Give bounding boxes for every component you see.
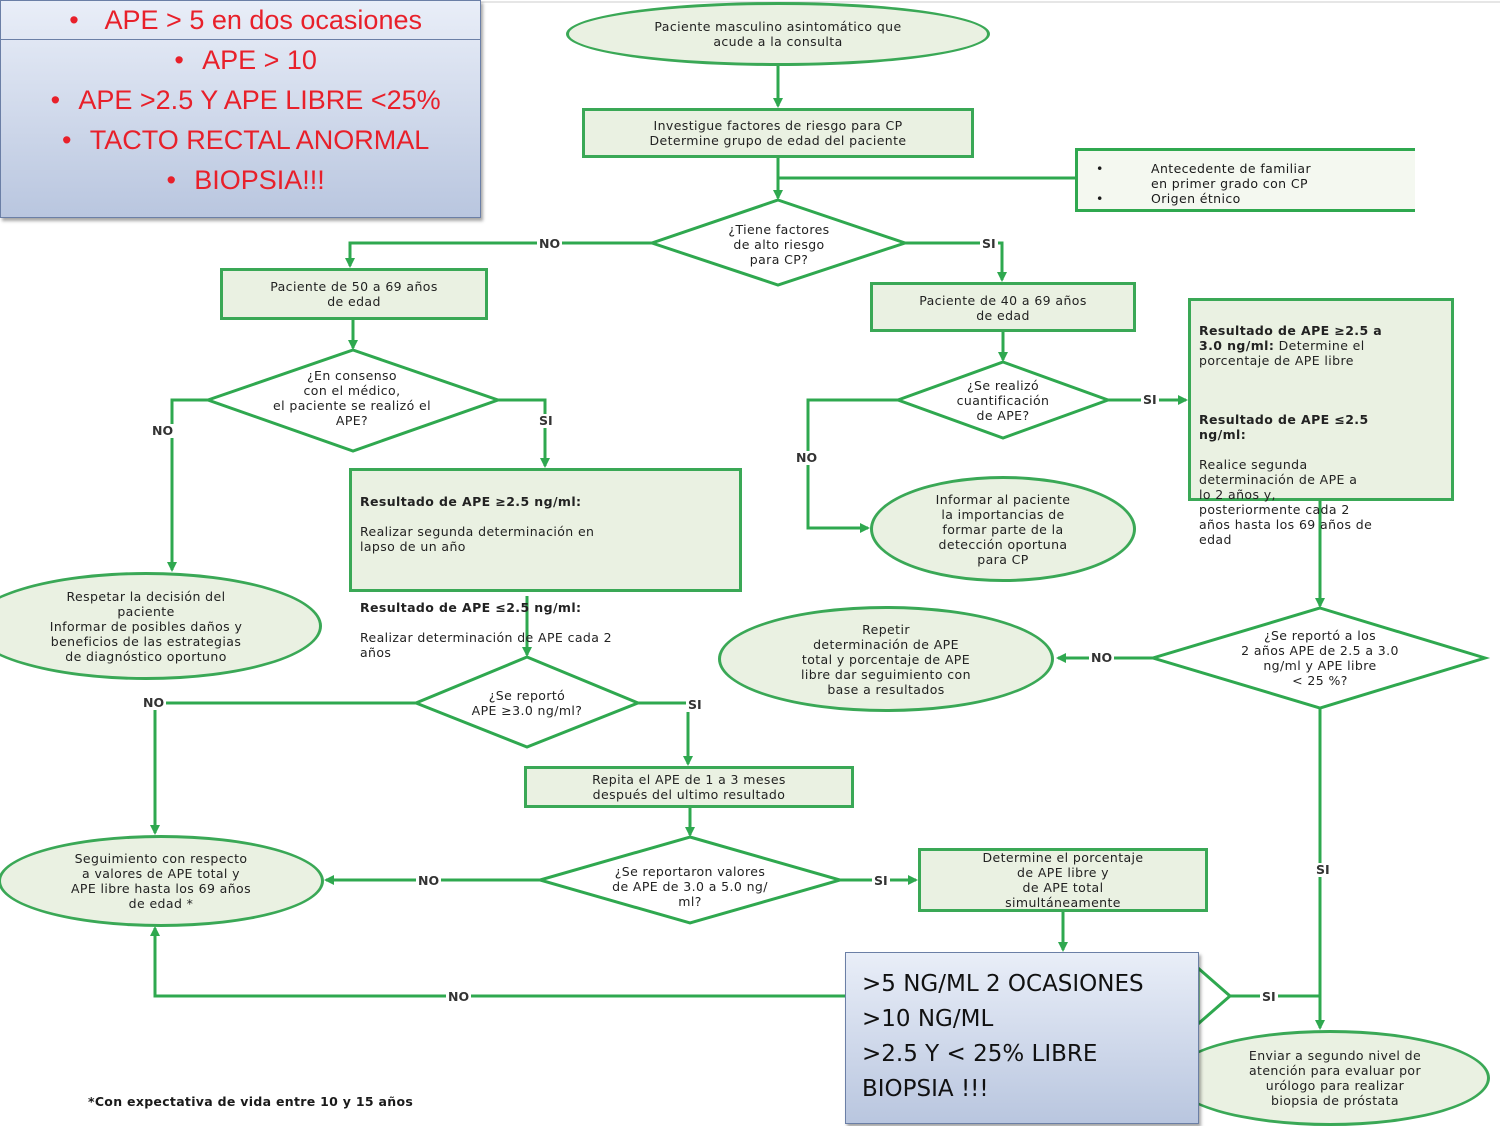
edge-label-no: NO	[537, 236, 563, 251]
edge-label-no: NO	[446, 989, 472, 1004]
reported-3-diamond	[412, 655, 642, 749]
start-node: Paciente masculino asintomático que acud…	[566, 2, 990, 66]
inform-patient-node: Informar al paciente la importancias de …	[870, 476, 1136, 582]
reported-2y-question: ¿Se reportó a los 2 años APE de 2.5 a 3.…	[1241, 628, 1399, 688]
determine-pct-node: Determine el porcentaje de APE libre y d…	[918, 848, 1208, 912]
edge-label-si: SI	[1260, 989, 1278, 1004]
result-left-node: Resultado de APE ≥2.5 ng/ml: Realizar se…	[349, 468, 742, 660]
biopsy-line-1: >5 NG/ML 2 OCASIONES	[862, 971, 1144, 997]
bullet-icon: •	[61, 125, 72, 155]
criteria-header-box: • APE > 5 en dos ocasiones •APE > 10 •AP…	[0, 0, 481, 218]
biopsy-line-3: >2.5 Y < 25% LIBRE	[862, 1041, 1098, 1067]
age-50-69-node: Paciente de 50 a 69 años de edad	[220, 268, 488, 320]
criteria-line-1: • APE > 5 en dos ocasiones	[1, 1, 480, 40]
criteria-line-5: •BIOPSIA!!!	[1, 160, 480, 200]
final-diamond	[1196, 964, 1233, 1028]
criteria-line-4: •TACTO RECTAL ANORMAL	[1, 120, 480, 160]
criteria-line-3: •APE >2.5 Y APE LIBRE <25%	[1, 80, 480, 120]
age-40-69-node: Paciente de 40 a 69 años de edad	[870, 282, 1136, 332]
consensus-question: ¿En consenso con el médico, el paciente …	[273, 368, 431, 428]
high-risk-question: ¿Tiene factores de alto riesgo para CP?	[728, 221, 830, 267]
quant-diamond	[893, 360, 1113, 440]
respect-decision-node: Respetar la decisión del paciente Inform…	[0, 572, 322, 680]
bullet-icon: •	[166, 165, 176, 195]
bullet-icon: •	[69, 5, 79, 35]
edge-label-no: NO	[794, 450, 820, 465]
edge-label-si: SI	[537, 413, 555, 428]
footnote: *Con expectativa de vida entre 10 y 15 a…	[88, 1094, 414, 1109]
edge-label-si: SI	[1141, 392, 1159, 407]
result-right-node: Resultado de APE ≥2.5 a 3.0 ng/ml: Deter…	[1188, 298, 1454, 547]
quant-question: ¿Se realizó cuantificación de APE?	[956, 377, 1050, 423]
bullet-icon: •	[50, 85, 61, 115]
reported-3-5-diamond	[534, 835, 846, 925]
reported-3-question: ¿Se reportó APE ≥3.0 ng/ml?	[471, 688, 583, 718]
investigate-node: Investigue factores de riesgo para CP De…	[582, 108, 974, 158]
repeat-determination-node: Repetir determinación de APE total y por…	[718, 606, 1054, 712]
repeat-ape-node: Repita el APE de 1 a 3 meses después del…	[524, 766, 854, 808]
reported-3-5-question: ¿Se reportaron valores de APE de 3.0 a 5…	[612, 863, 768, 909]
risk-factor-family: •Antecedente de familiar en primer grado…	[1078, 161, 1415, 191]
edge-label-no: NO	[416, 873, 442, 888]
biopsy-criteria-box: >5 NG/ML 2 OCASIONES >10 NG/ML >2.5 Y < …	[845, 952, 1199, 1124]
risk-factor-ethnic: •Origen étnico	[1078, 191, 1415, 206]
criteria-line-2: •APE > 10	[1, 40, 480, 80]
bullet-icon: •	[1096, 191, 1104, 206]
biopsy-line-4: BIOPSIA !!!	[862, 1076, 989, 1102]
edge-label-si: SI	[872, 873, 890, 888]
bullet-icon: •	[1096, 161, 1104, 176]
consensus-diamond	[203, 348, 503, 453]
edge-label-no: NO	[150, 423, 176, 438]
edge-label-no: NO	[141, 695, 167, 710]
edge-label-si: SI	[1314, 862, 1332, 877]
high-risk-diamond	[647, 198, 910, 287]
edge-label-no: NO	[1089, 650, 1115, 665]
bullet-icon: •	[174, 45, 184, 75]
biopsy-line-2: >10 NG/ML	[862, 1006, 994, 1032]
followup-node: Seguimiento con respecto a valores de AP…	[0, 835, 324, 927]
edge-label-si: SI	[686, 697, 704, 712]
edge-label-si: SI	[980, 236, 998, 251]
refer-urologist-node: Enviar a segundo nivel de atención para …	[1170, 1030, 1490, 1126]
risk-factors-box: •Antecedente de familiar en primer grado…	[1075, 148, 1415, 212]
